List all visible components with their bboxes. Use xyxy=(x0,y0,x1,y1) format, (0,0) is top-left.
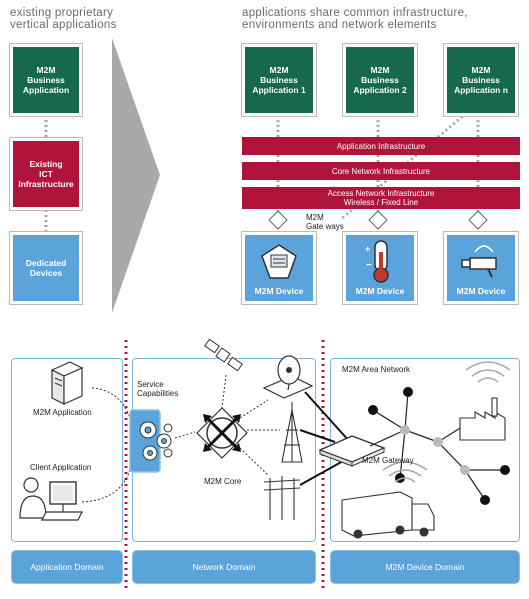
network-illustration xyxy=(19,338,511,539)
service-capabilities-label: Service Capabilities xyxy=(137,380,179,398)
m2m-business-application: M2M Business Application xyxy=(9,43,83,117)
area-network-graph xyxy=(369,391,505,501)
svg-text:+: + xyxy=(365,244,370,254)
m2m-core-label: M2M Core xyxy=(204,477,242,486)
network-domain-label: Network Domain xyxy=(132,550,316,584)
m2m-device-label: M2M Device xyxy=(254,286,304,296)
existing-ict-infrastructure: Existing ICT Infrastructure xyxy=(9,137,83,211)
transition-arrow xyxy=(112,38,160,313)
gears-icon xyxy=(139,421,173,461)
satellite-dish-icon xyxy=(262,355,314,399)
m2m-device-domain-label: M2M Device Domain xyxy=(330,550,520,584)
client-computer-icon xyxy=(19,477,83,521)
dedicated-devices: Dedicated Devices xyxy=(9,231,83,305)
svg-text:−: − xyxy=(366,260,372,271)
m2m-device-label: M2M Device xyxy=(355,286,405,296)
m2m-gateway-label: M2M Gateway xyxy=(362,456,414,465)
left-dotted-connector xyxy=(44,115,48,240)
application-domain-label: Application Domain xyxy=(11,550,123,584)
m2m-business-application-1: M2M Business Application 1 xyxy=(241,43,317,117)
gateway-diamond xyxy=(268,210,288,230)
thermometer-icon: + − xyxy=(365,240,389,283)
utility-pole-icon xyxy=(263,476,301,520)
core-network-infrastructure-bar: Core Network Infrastructure xyxy=(242,162,520,180)
m2m-application-label: M2M Application xyxy=(33,408,92,417)
radio-tower-icon xyxy=(281,402,303,463)
camera-icon xyxy=(461,245,497,278)
m2m-business-application-n: M2M Business Application n xyxy=(443,43,519,117)
m2m-device-3: M2M Device xyxy=(443,231,519,305)
gateways-label: M2M Gate ways xyxy=(306,213,344,231)
gateway-diamond xyxy=(368,210,388,230)
satellite-icon xyxy=(204,338,243,372)
client-application-label: Client Application xyxy=(30,463,92,472)
router-icon xyxy=(196,407,248,459)
access-network-infrastructure-bar: Access Network Infrastructure Wireless /… xyxy=(242,187,520,209)
left-header: existing proprietary vertical applicatio… xyxy=(10,7,117,31)
m2m-device-label: M2M Device xyxy=(456,286,506,296)
meter-icon xyxy=(261,244,297,279)
right-header: applications share common infrastructure… xyxy=(242,7,468,31)
truck-icon xyxy=(341,491,435,539)
gateway-diamonds xyxy=(268,210,488,230)
application-infrastructure-bar: Application Infrastructure xyxy=(242,137,520,155)
m2m-device-1: M2M Device xyxy=(241,231,317,305)
m2m-device-2: + − M2M Device xyxy=(342,231,418,305)
server-icon xyxy=(50,361,84,405)
wireless-signal-icon xyxy=(382,361,511,483)
m2m-area-network-label: M2M Area Network xyxy=(342,365,411,374)
gateway-diamond xyxy=(468,210,488,230)
factory-icon xyxy=(459,397,506,441)
m2m-business-application-2: M2M Business Application 2 xyxy=(342,43,418,117)
service-capabilities-box xyxy=(129,409,161,473)
